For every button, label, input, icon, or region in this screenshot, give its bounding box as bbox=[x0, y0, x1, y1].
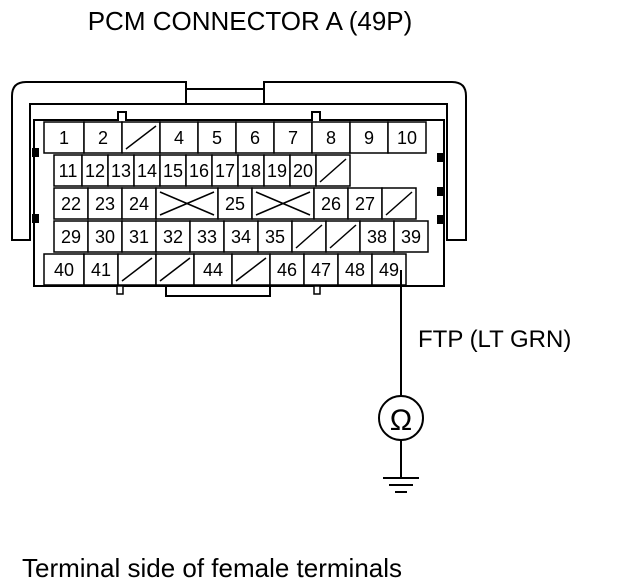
terminal-number-33: 33 bbox=[197, 227, 217, 247]
terminal-number-27: 27 bbox=[355, 194, 375, 214]
terminal-number-29: 29 bbox=[61, 227, 81, 247]
connector-inner-body bbox=[33, 111, 445, 287]
empty-terminal-slash bbox=[329, 224, 357, 249]
wire-label: FTP (LT GRN) bbox=[418, 326, 572, 353]
terminal-number-35: 35 bbox=[265, 227, 285, 247]
terminal-cell bbox=[189, 220, 225, 253]
terminal-number-30: 30 bbox=[95, 227, 115, 247]
terminal-number-9: 9 bbox=[364, 128, 374, 148]
terminal-number-48: 48 bbox=[345, 260, 365, 280]
terminal-number-49: 49 bbox=[379, 260, 399, 280]
terminal-number-31: 31 bbox=[129, 227, 149, 247]
empty-terminal-slash bbox=[125, 125, 157, 150]
terminal-cell bbox=[387, 121, 427, 154]
terminal-number-8: 8 bbox=[326, 128, 336, 148]
terminal-number-16: 16 bbox=[189, 161, 209, 181]
terminal-cell bbox=[107, 154, 135, 187]
terminal-number-46: 46 bbox=[277, 260, 297, 280]
terminal-number-24: 24 bbox=[129, 194, 149, 214]
ohmmeter-symbol: Ω bbox=[390, 404, 412, 437]
terminal-cell bbox=[349, 121, 389, 154]
terminal-cell bbox=[337, 253, 373, 286]
terminal-number-5: 5 bbox=[212, 128, 222, 148]
terminal-cell bbox=[217, 187, 253, 220]
latch-mark bbox=[437, 153, 444, 162]
terminal-cell bbox=[121, 220, 157, 253]
terminal-number-15: 15 bbox=[163, 161, 183, 181]
empty-terminal-slash bbox=[235, 257, 267, 282]
terminal-cell bbox=[53, 187, 89, 220]
terminal-cell bbox=[159, 121, 199, 154]
terminal-number-34: 34 bbox=[231, 227, 251, 247]
terminal-number-25: 25 bbox=[225, 194, 245, 214]
terminal-cell bbox=[133, 154, 161, 187]
terminal-cell bbox=[269, 253, 305, 286]
terminal-number-13: 13 bbox=[111, 161, 131, 181]
empty-terminal-slash bbox=[121, 257, 153, 282]
terminal-cell bbox=[197, 121, 237, 154]
terminal-number-22: 22 bbox=[61, 194, 81, 214]
terminal-cell bbox=[53, 154, 83, 187]
terminal-cell bbox=[87, 220, 123, 253]
empty-terminal-cross bbox=[255, 191, 311, 216]
terminal-cell bbox=[347, 187, 383, 220]
terminal-number-38: 38 bbox=[367, 227, 387, 247]
empty-terminal-slash bbox=[295, 224, 323, 249]
terminal-cell bbox=[223, 220, 259, 253]
terminal-number-18: 18 bbox=[241, 161, 261, 181]
terminal-number-17: 17 bbox=[215, 161, 235, 181]
bottom-lock-tab-right bbox=[313, 285, 321, 295]
empty-terminal-slash bbox=[319, 158, 347, 183]
terminal-number-47: 47 bbox=[311, 260, 331, 280]
terminal-cell bbox=[53, 220, 89, 253]
latch-mark bbox=[437, 187, 444, 196]
connector-title: PCM CONNECTOR A (49P) bbox=[87, 6, 413, 36]
diagram-caption: Terminal side of female terminals bbox=[22, 553, 403, 583]
terminal-number-26: 26 bbox=[321, 194, 341, 214]
terminal-cell bbox=[235, 121, 275, 154]
terminal-cell bbox=[121, 187, 157, 220]
terminal-cell bbox=[81, 154, 109, 187]
empty-terminal-slash bbox=[385, 191, 413, 216]
terminal-cell bbox=[257, 220, 293, 253]
terminal-cell bbox=[211, 154, 239, 187]
top-key-tab bbox=[185, 88, 265, 105]
latch-mark bbox=[437, 215, 444, 224]
latch-mark bbox=[32, 214, 39, 223]
terminal-number-44: 44 bbox=[203, 260, 223, 280]
terminal-number-4: 4 bbox=[174, 128, 184, 148]
connector-housing bbox=[11, 81, 467, 241]
latch-mark bbox=[32, 148, 39, 157]
bottom-key-tab bbox=[165, 285, 271, 297]
terminal-number-1: 1 bbox=[59, 128, 69, 148]
terminal-number-10: 10 bbox=[397, 128, 417, 148]
terminal-number-39: 39 bbox=[401, 227, 421, 247]
terminal-number-20: 20 bbox=[293, 161, 313, 181]
terminal-number-11: 11 bbox=[59, 161, 78, 181]
bottom-lock-tab-left bbox=[116, 285, 124, 295]
terminal-number-2: 2 bbox=[98, 128, 108, 148]
terminal-cell bbox=[311, 121, 351, 154]
terminal-number-23: 23 bbox=[95, 194, 115, 214]
empty-terminal-slash bbox=[159, 257, 191, 282]
terminal-number-41: 41 bbox=[91, 260, 111, 280]
terminal-cell bbox=[237, 154, 265, 187]
terminal-cell bbox=[393, 220, 429, 253]
empty-terminal-cross bbox=[159, 191, 215, 216]
terminal-number-32: 32 bbox=[163, 227, 183, 247]
terminal-number-12: 12 bbox=[85, 161, 105, 181]
terminal-number-6: 6 bbox=[250, 128, 260, 148]
terminal-number-40: 40 bbox=[54, 260, 74, 280]
terminal-number-19: 19 bbox=[267, 161, 287, 181]
terminal-cell bbox=[87, 187, 123, 220]
terminal-number-7: 7 bbox=[288, 128, 298, 148]
terminal-number-14: 14 bbox=[137, 161, 157, 181]
